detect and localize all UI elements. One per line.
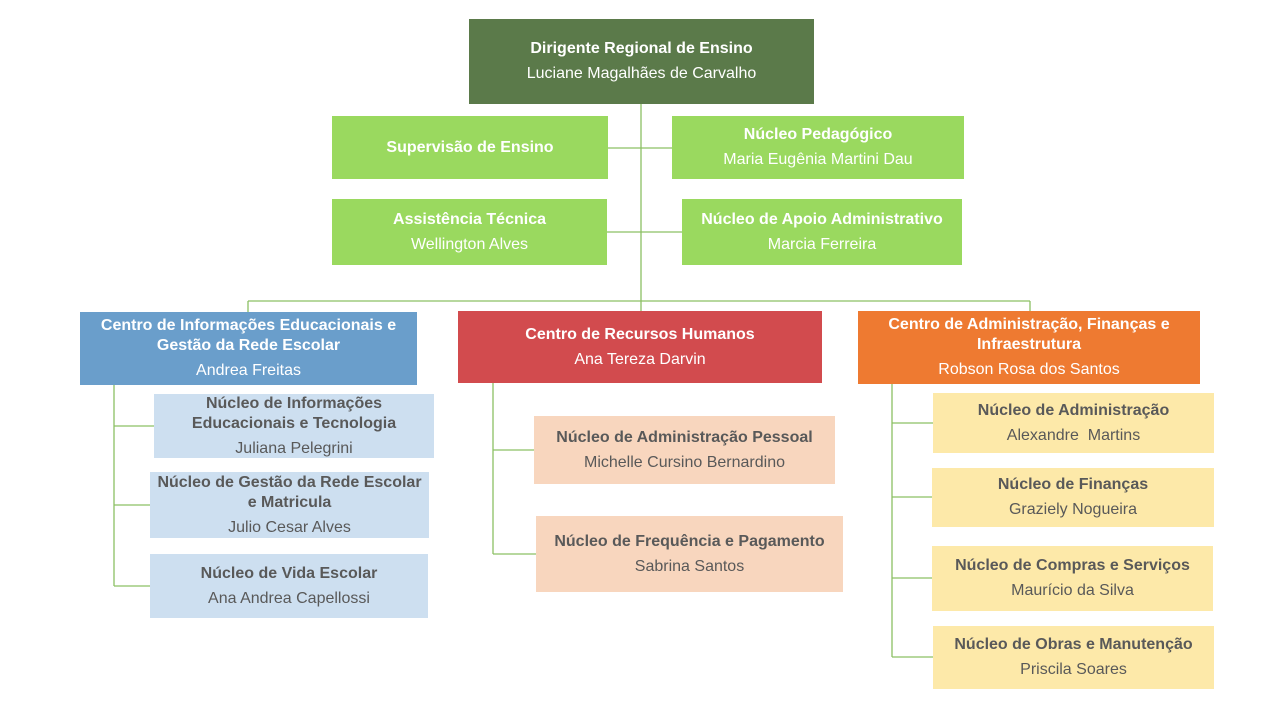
unit-admin-obras-title: Núcleo de Obras e Manutenção <box>954 636 1193 653</box>
center-admin-name: Robson Rosa dos Santos <box>938 361 1120 378</box>
unit-info-vida-title: Núcleo de Vida Escolar <box>200 564 378 582</box>
unit-info-vida-name: Ana Andrea Capellossi <box>208 589 370 607</box>
unit-admin-administracao-box: Núcleo de Administração Alexandre Martin… <box>933 393 1214 453</box>
supervisao-box: Supervisão de Ensino <box>332 116 608 179</box>
unit-admin-financas-title: Núcleo de Finanças <box>997 476 1149 493</box>
assistencia-title: Assistência Técnica <box>393 210 546 228</box>
center-rh-title: Centro de Recursos Humanos <box>525 325 755 343</box>
unit-info-tecnologia-name: Juliana Pelegrini <box>235 439 353 457</box>
unit-info-vida-box: Núcleo de Vida Escolar Ana Andrea Capell… <box>150 554 428 618</box>
center-info-box: Centro de Informações Educacionais e Ges… <box>80 312 417 385</box>
head-name: Luciane Magalhães de Carvalho <box>526 65 757 82</box>
apoio-admin-title: Núcleo de Apoio Administrativo <box>701 210 943 228</box>
center-rh-name: Ana Tereza Darvin <box>574 350 706 368</box>
unit-admin-financas-box: Núcleo de Finanças Graziely Nogueira <box>932 468 1214 527</box>
assistencia-name: Wellington Alves <box>410 235 529 253</box>
nucleo-pedagogico-box: Núcleo Pedagógico Maria Eugênia Martini … <box>672 116 964 179</box>
center-admin-title: Centro de Administração, Finanças e Infr… <box>888 316 1170 353</box>
unit-info-gestao-box: Núcleo de Gestão da Rede Escolar e Matri… <box>150 472 429 538</box>
unit-rh-pessoal-name: Michelle Cursino Bernardino <box>584 453 785 471</box>
center-rh-box: Centro de Recursos Humanos Ana Tereza Da… <box>458 311 822 383</box>
unit-admin-administracao-title: Núcleo de Administração <box>977 401 1170 419</box>
unit-info-gestao-title: Núcleo de Gestão da Rede Escolar e Matri… <box>157 473 422 511</box>
unit-admin-compras-title: Núcleo de Compras e Serviços <box>955 557 1190 574</box>
unit-info-tecnologia-title: Núcleo de Informações Educacionais e Tec… <box>191 394 397 432</box>
head-box: Dirigente Regional de Ensino Luciane Mag… <box>469 19 814 104</box>
unit-rh-frequencia-title: Núcleo de Frequência e Pagamento <box>554 532 825 550</box>
center-info-title: Centro de Informações Educacionais e Ges… <box>100 317 397 354</box>
nucleo-pedagogico-title: Núcleo Pedagógico <box>743 126 893 143</box>
center-info-name: Andrea Freitas <box>196 362 301 379</box>
unit-rh-frequencia-box: Núcleo de Frequência e Pagamento Sabrina… <box>536 516 843 592</box>
apoio-admin-box: Núcleo de Apoio Administrativo Marcia Fe… <box>682 199 962 265</box>
unit-rh-pessoal-title: Núcleo de Administração Pessoal <box>556 428 813 446</box>
apoio-admin-name: Marcia Ferreira <box>767 235 877 253</box>
unit-admin-compras-box: Núcleo de Compras e Serviços Maurício da… <box>932 546 1213 611</box>
supervisao-title: Supervisão de Ensino <box>386 138 554 156</box>
unit-info-tecnologia-box: Núcleo de Informações Educacionais e Tec… <box>154 394 434 458</box>
unit-rh-frequencia-name: Sabrina Santos <box>634 557 745 575</box>
unit-admin-compras-name: Maurício da Silva <box>1011 582 1134 599</box>
nucleo-pedagogico-name: Maria Eugênia Martini Dau <box>723 151 913 168</box>
center-admin-box: Centro de Administração, Finanças e Infr… <box>858 311 1200 384</box>
unit-admin-administracao-name: Alexandre Martins <box>1006 426 1141 444</box>
unit-admin-obras-box: Núcleo de Obras e Manutenção Priscila So… <box>933 626 1214 689</box>
head-title: Dirigente Regional de Ensino <box>530 40 753 57</box>
unit-admin-financas-name: Graziely Nogueira <box>1008 501 1138 518</box>
assistencia-box: Assistência Técnica Wellington Alves <box>332 199 607 265</box>
unit-info-gestao-name: Julio Cesar Alves <box>228 518 351 536</box>
unit-admin-obras-name: Priscila Soares <box>1020 661 1127 678</box>
unit-rh-pessoal-box: Núcleo de Administração Pessoal Michelle… <box>534 416 835 484</box>
